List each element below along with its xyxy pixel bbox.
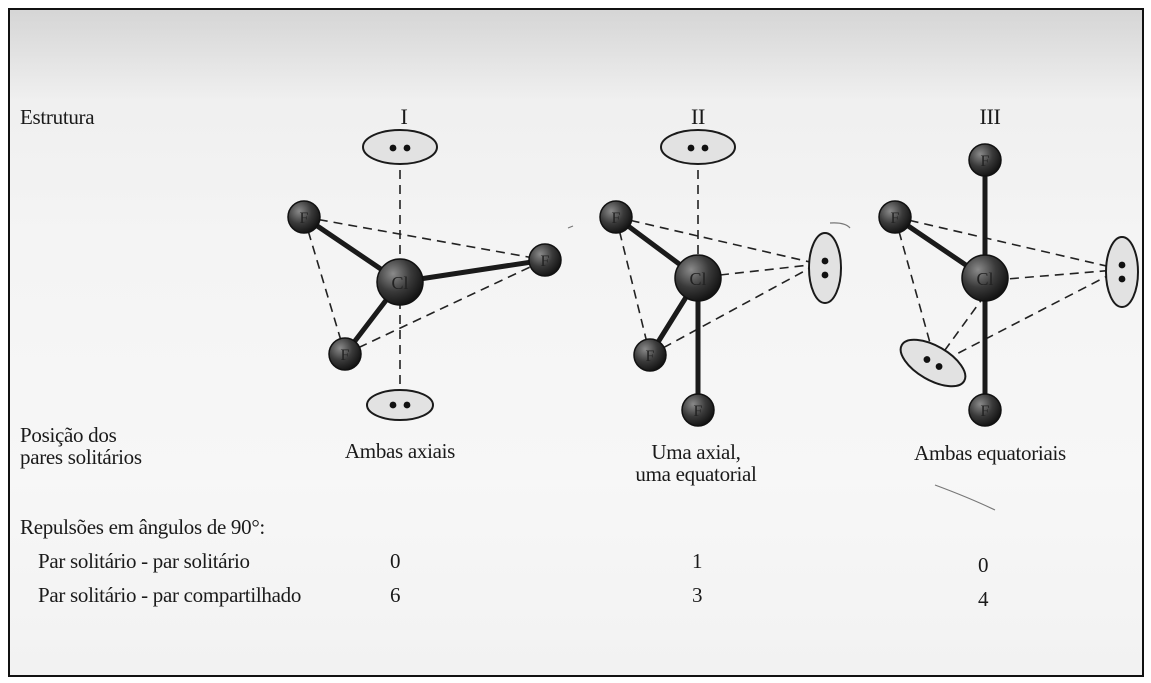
scan-shading [10,10,1142,100]
svg-text:F: F [891,210,900,227]
dashed-edge [303,216,346,355]
structure-3-lp-bp-value: 4 [978,587,989,611]
svg-text:F: F [541,253,550,270]
lone-pair [808,232,842,304]
structure-row-label: Estrutura [20,105,95,129]
structure-2-lp-bp-value: 3 [692,583,703,607]
dashed-edge [719,264,811,276]
svg-text:F: F [981,153,990,170]
dashed-edge [894,216,933,351]
lone-pair-position-row-label: Posição dos pares solitários [20,424,142,468]
svg-text:Cl: Cl [689,269,706,289]
chlorine-atom: Cl [376,258,424,306]
repulsions-heading: Repulsões em ângulos de 90°: [20,515,265,539]
dashed-edge [303,216,546,261]
structure-1-model: F F F Cl [287,129,562,421]
structure-2-model: F F F Cl [599,129,842,427]
structure-2-numeral: II [690,104,706,129]
fluorine-atom: F [599,200,633,234]
svg-text:F: F [694,403,703,420]
svg-text:F: F [646,348,655,365]
fluorine-atom: F [528,243,562,277]
structure-1-lp-bp-value: 6 [390,583,401,607]
bond [397,257,548,285]
dashed-edge [344,259,546,355]
dashed-edge [894,216,1116,269]
fluorine-atom: F [968,143,1002,177]
lone-pair [362,129,438,165]
structure-3-numeral: III [979,104,1001,129]
dashed-edge [994,269,1116,281]
fluorine-atom: F [633,338,667,372]
lone-pair-position-label-line2: pares solitários [20,445,142,469]
fluorine-atom: F [968,393,1002,427]
lp-bp-row-label: Par solitário - par compartilhado [38,583,302,607]
structure-1-position: Ambas axiais [344,439,456,463]
fluorine-atom: F [878,200,912,234]
structure-2-position-line2: uma equatorial [635,462,757,486]
fluorine-atom: F [287,200,321,234]
structure-2-lp-lp-value: 1 [692,549,703,573]
lp-lp-row-label: Par solitário - par solitário [38,549,250,573]
lone-pair-position-label-line1: Posição dos [20,423,117,447]
structure-3-position: Ambas equatoriais [914,441,1066,465]
fluorine-atom: F [328,337,362,371]
dashed-edge [944,271,1116,361]
svg-text:Cl: Cl [976,269,993,289]
lone-pair [366,389,434,421]
structure-1-numeral: I [400,104,408,129]
dashed-edge [615,216,651,356]
structure-1-lp-lp-value: 0 [390,549,401,573]
structure-3-lp-lp-value: 0 [978,553,989,577]
svg-text:F: F [612,210,621,227]
svg-text:F: F [341,347,350,364]
lone-pair [1105,236,1139,308]
lone-pair [660,129,736,165]
scan-marks [567,222,996,511]
lone-pair [899,338,967,388]
chlorine-atom: Cl [961,254,1009,302]
svg-text:F: F [300,210,309,227]
chlorine-atom: Cl [674,254,722,302]
svg-text:Cl: Cl [391,273,408,293]
fluorine-atom: F [681,393,715,427]
dashed-edge [615,216,811,263]
dashed-edge [944,294,986,351]
molecular-geometry-diagram: F F F Cl [287,129,1139,511]
svg-text:F: F [981,403,990,420]
figure-frame: F F F Cl [8,8,1144,677]
dashed-edge [649,267,811,356]
structure-3-model: F F F Cl [878,143,1139,427]
structure-2-position-line1: Uma axial, [651,440,741,464]
structure-2-position: Uma axial, uma equatorial [596,441,796,485]
